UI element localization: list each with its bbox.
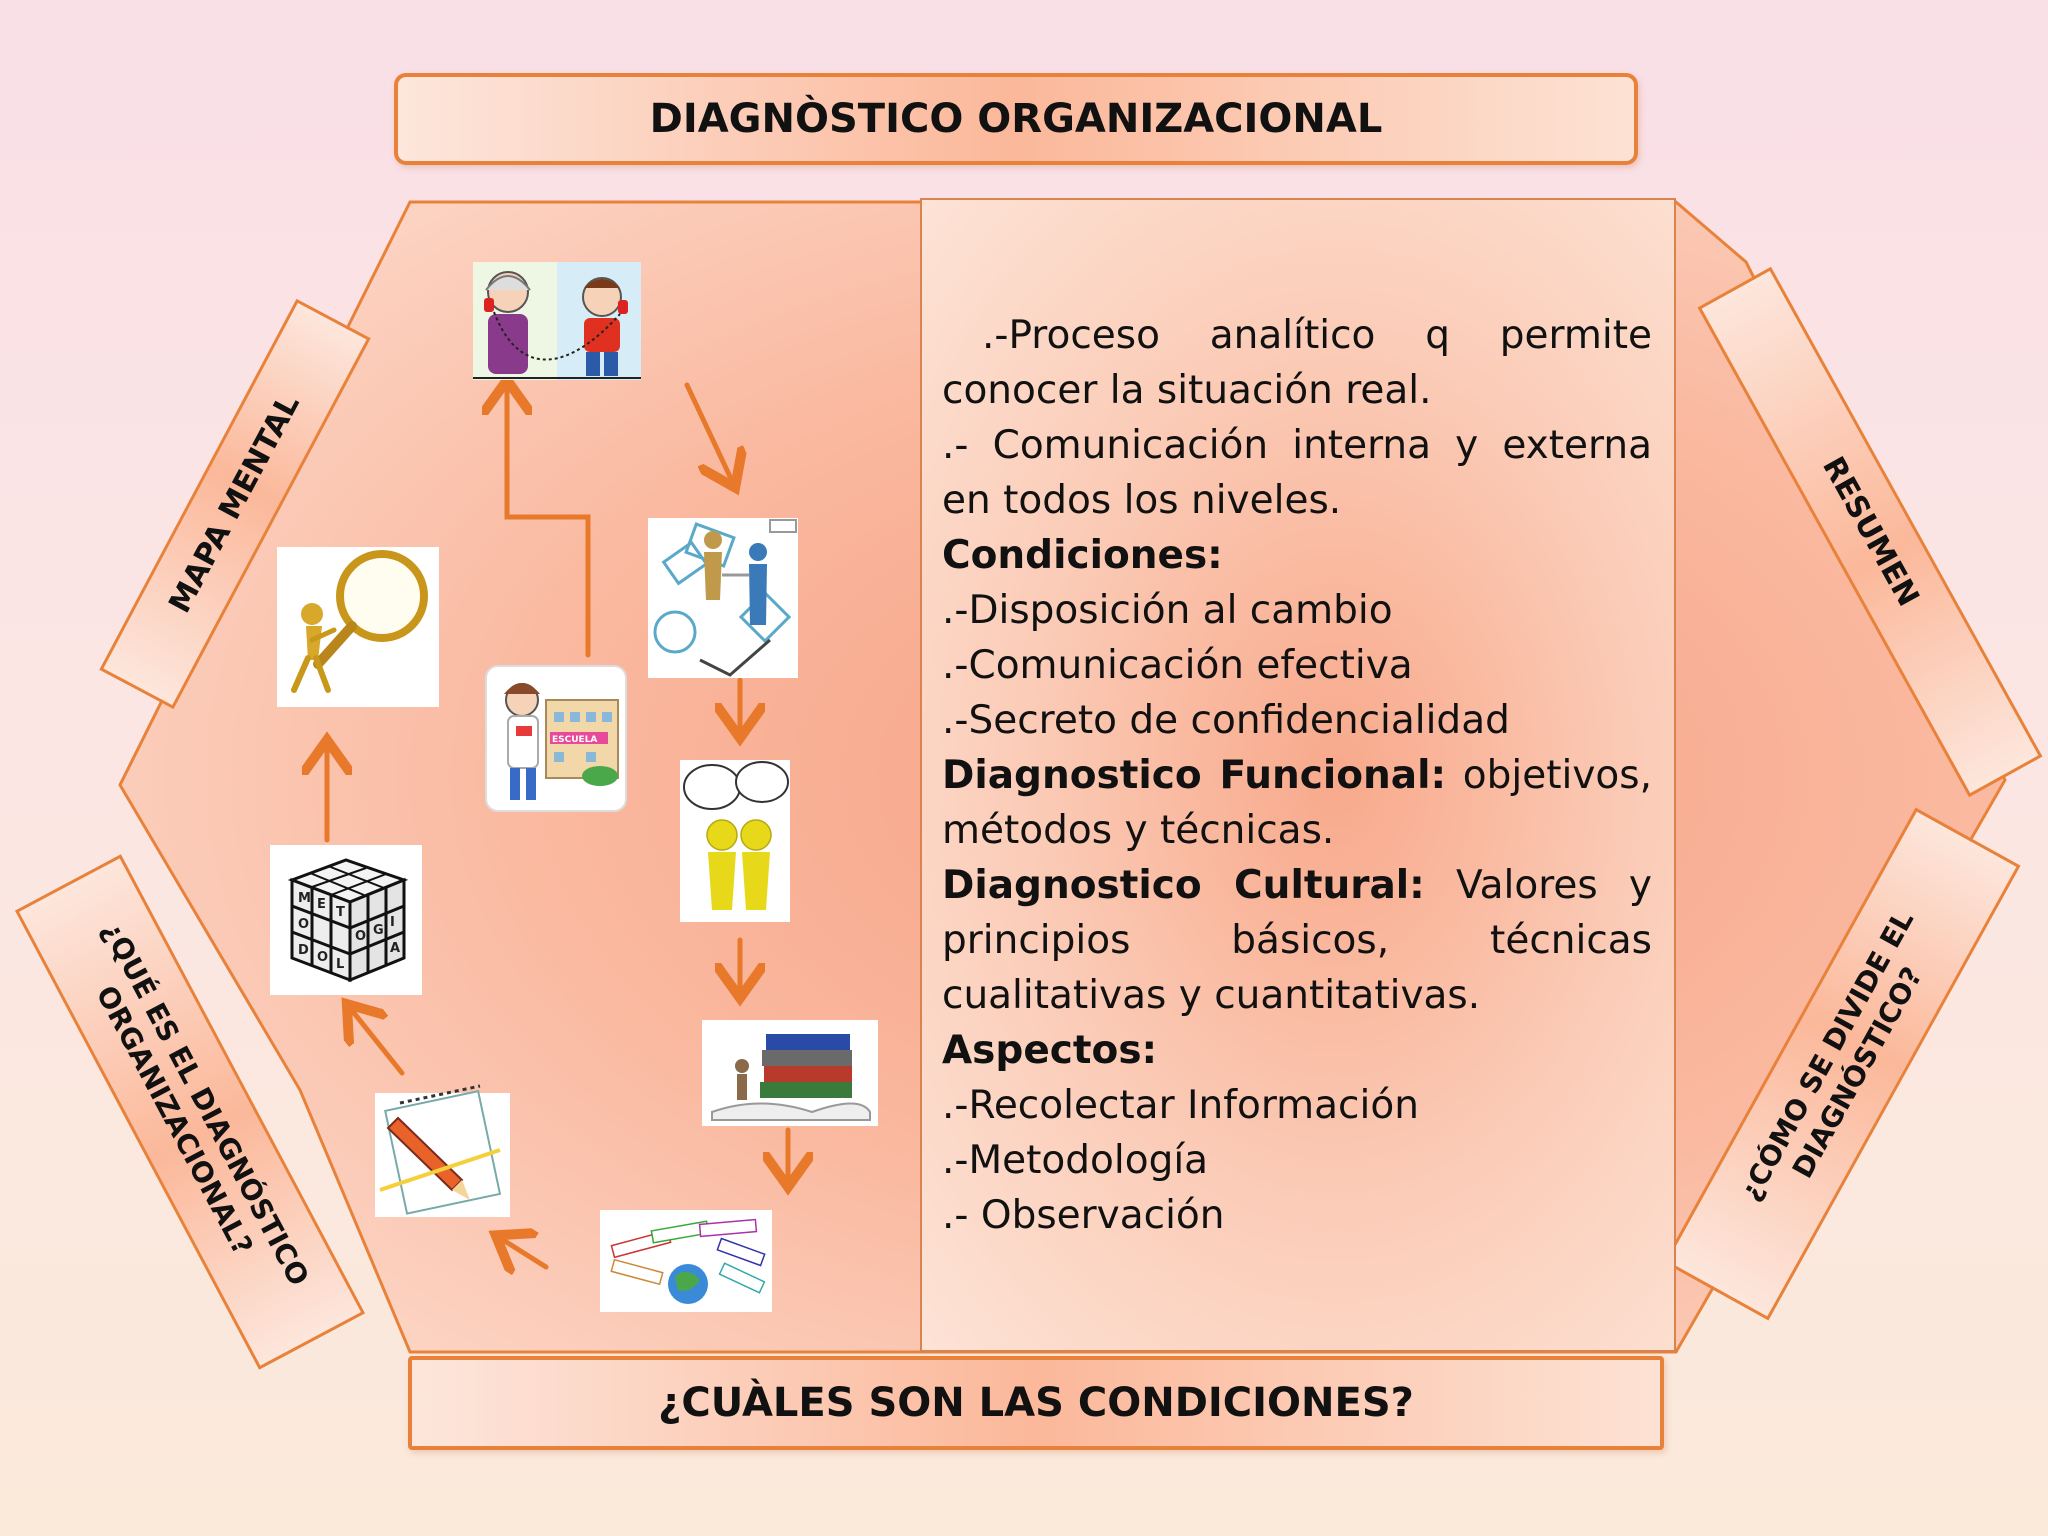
teacher-school-icon: ESCUELA [485, 665, 627, 812]
cultural-diagnosis: Diagnostico Cultural: Valores y principi… [942, 858, 1652, 1023]
books-icon [702, 1020, 878, 1126]
aspect-item: .- Observación [942, 1193, 1225, 1238]
aspect-item: .-Recolectar Información [942, 1083, 1419, 1128]
cube-letter: M [298, 891, 311, 906]
speech-bubbles-icon [680, 760, 790, 922]
aspects-heading: Aspectos: [942, 1028, 1158, 1073]
cube-letter: O [355, 929, 366, 944]
magnifier-figure-icon [277, 547, 439, 707]
values-globe-icon [600, 1210, 772, 1312]
page-title: DIAGNÒSTICO ORGANIZACIONAL [394, 73, 1638, 165]
school-sign-label: ESCUELA [552, 735, 597, 745]
cube-letter: D [298, 943, 309, 958]
arrow-teacher-to-phone [507, 385, 591, 658]
cube-letter: G [373, 923, 384, 938]
condition-item: .-Secreto de confidencialidad [942, 698, 1510, 743]
word-cube-icon: M E T O D O L O G I A [270, 845, 422, 995]
cube-letter: E [317, 897, 326, 912]
summary-communication: .- Comunicación interna y externa en tod… [942, 423, 1652, 523]
cube-letter: T [336, 905, 345, 920]
conditions-heading: Condiciones: [942, 533, 1223, 578]
conditions-question: ¿CUÀLES SON LAS CONDICIONES? [408, 1356, 1664, 1450]
summary-definition: .-Proceso analítico q permite conocer la… [942, 313, 1652, 413]
summary-panel: .-Proceso analítico q permite conocer la… [920, 198, 1676, 1352]
aspect-item: .-Metodología [942, 1138, 1209, 1183]
flowchart-people-icon [648, 518, 798, 678]
condition-item: .-Disposición al cambio [942, 588, 1393, 633]
cultural-text: Valores y principios básicos, técnicas c… [942, 863, 1652, 1018]
cube-letter: L [336, 957, 344, 972]
cube-letter: O [317, 950, 328, 965]
cube-letter: A [390, 941, 400, 956]
notepad-pencil-icon [375, 1084, 510, 1217]
cultural-label: Diagnostico Cultural: [942, 863, 1425, 908]
condition-item: .-Comunicación efectiva [942, 643, 1413, 688]
functional-label: Diagnostico Funcional: [942, 753, 1447, 798]
arrow-values-to-notepad [500, 1238, 549, 1267]
cube-letter: I [390, 915, 395, 930]
flow-arrows [327, 385, 788, 1267]
functional-text: objetivos, métodos y técnicas. [942, 753, 1652, 853]
arrow-phone-to-flowchart [684, 382, 733, 483]
functional-diagnosis: Diagnostico Funcional: objetivos, método… [942, 748, 1652, 858]
cube-letter: O [298, 917, 309, 932]
arrow-notepad-to-cube [350, 1008, 405, 1076]
phone-call-icon [473, 262, 641, 380]
